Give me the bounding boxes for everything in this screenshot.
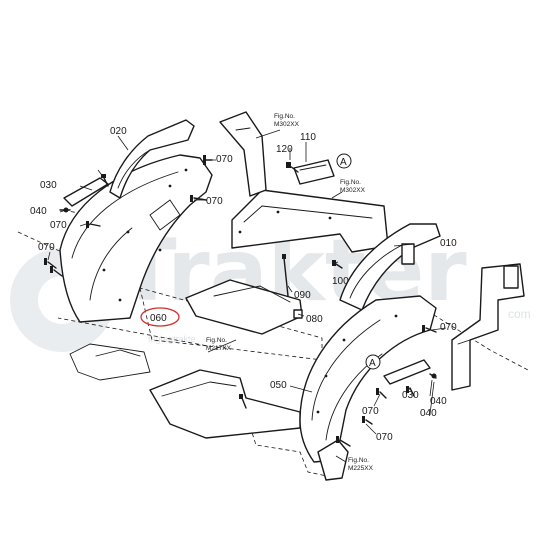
left-fender — [59, 154, 213, 323]
marker-a-1: A — [336, 153, 352, 169]
callout-070-d: 070 — [38, 242, 55, 253]
callout-090: 090 — [294, 290, 311, 301]
fig-ref-4-line2: M225XX — [348, 465, 374, 472]
right-side-bracket — [451, 263, 525, 391]
watermark-small: tagtagtrakte — [148, 334, 196, 344]
callout-120: 120 — [276, 144, 293, 155]
fig-ref-1-line2: M302XX — [274, 121, 300, 128]
fig-ref-3-line2: M217XX — [206, 345, 232, 352]
callout-030-left: 030 — [40, 180, 57, 191]
callout-070-b: 070 — [206, 196, 223, 207]
callout-040-lower-right: 040 — [420, 408, 437, 419]
marker-a-2-text: A — [369, 358, 376, 369]
callout-110: 110 — [300, 132, 316, 143]
callout-070-g: 070 — [376, 432, 393, 443]
left-bracket — [63, 177, 109, 207]
callout-040-left: 040 — [30, 206, 47, 217]
callout-050: 050 — [270, 380, 287, 391]
fig-ref-1: Fig.No. M302XX — [274, 113, 300, 128]
fig-ref-2-line2: M302XX — [340, 187, 366, 194]
marker-a-1-text: A — [340, 157, 347, 168]
callout-070-c: 070 — [50, 220, 67, 231]
right-fender — [299, 295, 437, 463]
fig-ref-1-line1: Fig.No. — [274, 113, 295, 120]
callout-070-a: 070 — [216, 154, 233, 165]
fig-ref-3: Fig.No. M217XX — [206, 337, 232, 352]
highlight-ellipse-060 — [140, 307, 180, 327]
callout-040-right: 040 — [430, 396, 447, 407]
callout-020: 020 — [110, 126, 127, 137]
callout-030-right: 030 — [402, 390, 419, 401]
callout-080: 080 — [306, 314, 323, 325]
callouts: 010 020 030 030 040 040 050 060 070 070 … — [30, 126, 457, 443]
reflector-110 — [293, 159, 335, 185]
fig-ref-4: Fig.No. M225XX — [348, 457, 374, 472]
hardware — [44, 155, 437, 447]
watermark-domain: com — [508, 307, 531, 321]
fig-ref-4-line1: Fig.No. — [348, 457, 369, 464]
leader-lines — [47, 129, 447, 463]
right-handle — [339, 223, 441, 311]
fig-ref-3-line1: Fig.No. — [206, 337, 227, 344]
marker-a-2: A — [365, 354, 381, 370]
callout-070-f: 070 — [362, 406, 379, 417]
callout-070-e: 070 — [440, 322, 457, 333]
fig-ref-2: Fig.No. M302XX — [340, 179, 366, 194]
reference-outlines — [17, 209, 529, 479]
left-handle — [109, 119, 195, 199]
upper-bracket — [219, 111, 267, 197]
right-bracket — [383, 359, 431, 385]
center-panel — [231, 189, 389, 253]
callout-060: 060 — [150, 313, 167, 324]
lower-right-bracket — [317, 439, 349, 481]
fig-ref-2-line1: Fig.No. — [340, 179, 361, 186]
center-floor-plate — [69, 343, 301, 439]
callout-100: 100 — [332, 276, 349, 287]
callout-010: 010 — [440, 238, 457, 249]
